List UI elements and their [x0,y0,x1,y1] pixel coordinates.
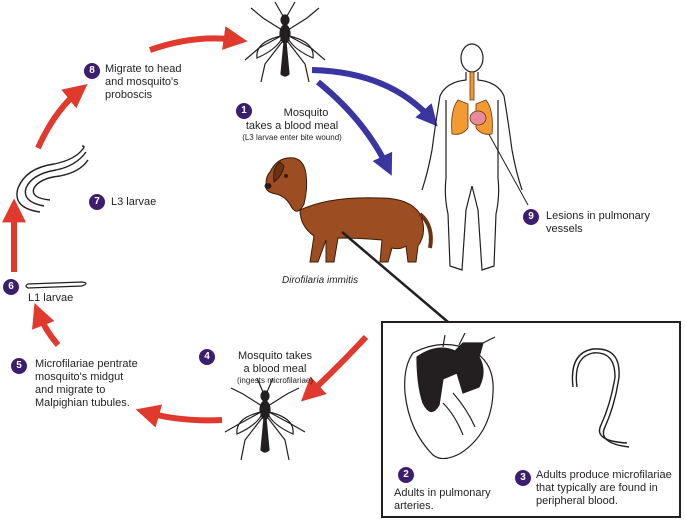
step-3-line3: peripheral blood. [536,495,618,507]
step-2-label: Adults in pulmonary arteries. [394,487,514,513]
step-1-line2: takes a blood meal [245,120,339,132]
step-1-line1: Mosquito [283,107,329,119]
step-5-line4: Malpighian tubules. [35,397,130,409]
step-1-sub: (L3 larvae enter bite wound) [242,133,342,142]
inset-heart-panel: 2 Adults in pulmonary arteries. 3 Adults… [381,321,681,518]
lungs-heart-icon [451,71,493,135]
step-4-line2: a blood meal [243,363,307,375]
arrow-5-to-6 [32,303,61,347]
step-4-sub: (ingests microfilariae) [236,376,314,385]
step-5-label: Microfilariae pentrate mosquito's midgut… [35,358,175,410]
pointer-dog-to-inset [341,231,449,323]
step-8-line1: Migrate to head [105,63,182,75]
step-4-line1: Mosquito takes [238,350,312,362]
mosquito-icon [224,377,306,461]
l3-larva-icon [16,145,89,213]
step-2-line1: Adults in pulmonary [394,487,491,499]
step-5-line3: and migrate to [35,384,106,396]
step-6-label: L1 larvae [28,292,74,304]
step-9-badge: 9 [523,209,539,225]
step-7-label: L3 larvae [111,196,157,208]
step-6-badge: 6 [3,279,19,295]
step-4-badge: 4 [199,349,215,365]
arrow-8-to-1 [148,26,248,53]
species-label: Dirofilaria immitis [282,275,359,286]
dog-icon [264,157,433,263]
step-1-label: Mosquito takes a blood meal (L3 larvae e… [222,107,362,143]
arrow-inset-to-4 [300,334,369,402]
step-3-line1: Adults produce microfilariae [536,469,672,481]
step-3-label: Adults produce microfilariae that typica… [536,469,681,508]
step-1-badge: 1 [236,103,252,119]
step-9-line1: Lesions in pulmonary [546,210,650,222]
step-5-line1: Microfilariae pentrate [35,358,138,370]
arrow-7-to-8 [35,84,88,150]
inset-graphics [404,332,630,460]
arrow-mosquito-to-dog [316,79,393,176]
step-5-badge: 5 [11,358,27,374]
step-8-line3: proboscis [105,89,153,101]
step-9-line2: vessels [546,223,583,235]
step-3-line2: that typically are found in [536,482,658,494]
step-8-label: Migrate to head and mosquito's proboscis [105,63,225,102]
step-2-line2: arteries. [394,500,434,512]
arrow-4-to-5 [135,404,223,428]
step-4-label: Mosquito takes a blood meal (ingests mic… [200,350,330,386]
arrow-mosquito-to-human [311,67,438,127]
l1-larva-icon [25,281,87,289]
step-5-line2: mosquito's midgut [35,371,124,383]
heart-icon [404,332,496,460]
microfilaria-icon [571,348,630,448]
mosquito-icon [244,1,326,83]
step-2-badge: 2 [398,467,414,483]
human-body-icon [421,43,523,271]
step-8-line2: and mosquito's [105,76,179,88]
step-8-badge: 8 [84,63,100,79]
step-9-label: Lesions in pulmonary vessels [546,210,676,236]
step-7-badge: 7 [89,194,105,210]
step-3-badge: 3 [515,470,531,486]
